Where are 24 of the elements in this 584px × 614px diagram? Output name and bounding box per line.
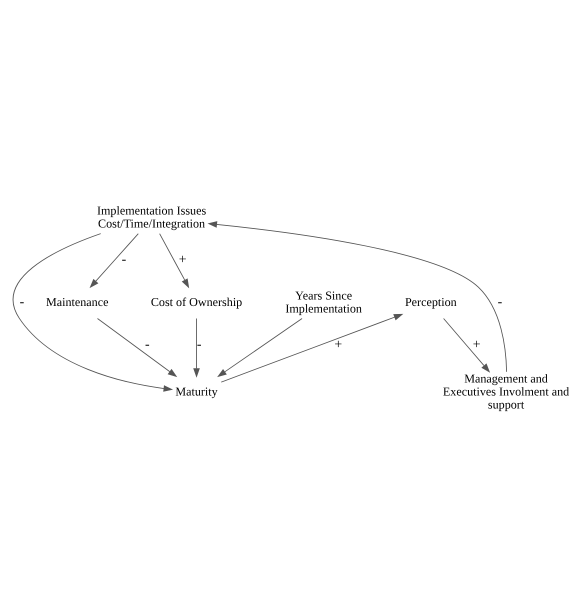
edge-label: + [334, 336, 342, 351]
node-text: Maintenance [46, 294, 108, 308]
arrow [220, 313, 404, 382]
node-text: Implementation Issues Cost/Time/Integration [97, 203, 206, 230]
edge-label: + [472, 336, 481, 351]
node-text: Management and Executives Involment and support [442, 370, 570, 411]
arrow [193, 318, 200, 378]
arrow [208, 220, 508, 372]
arrow [97, 318, 178, 377]
arrow [12, 232, 174, 392]
arrow [159, 232, 190, 288]
node-text: Maturity [175, 384, 218, 398]
edge-label: + [178, 251, 187, 266]
arrow [443, 318, 490, 372]
arrow [217, 318, 302, 377]
edge-label: - [122, 251, 126, 266]
edge-label: - [144, 336, 150, 351]
node-text: Cost of Ownership [150, 294, 242, 308]
node-text: Years Since Implementation [285, 288, 362, 315]
edge-label: - [20, 294, 24, 309]
edge-label: - [498, 294, 502, 309]
arrow [90, 232, 139, 288]
edge-label: - [196, 336, 202, 351]
node-text: Perception [404, 294, 457, 308]
